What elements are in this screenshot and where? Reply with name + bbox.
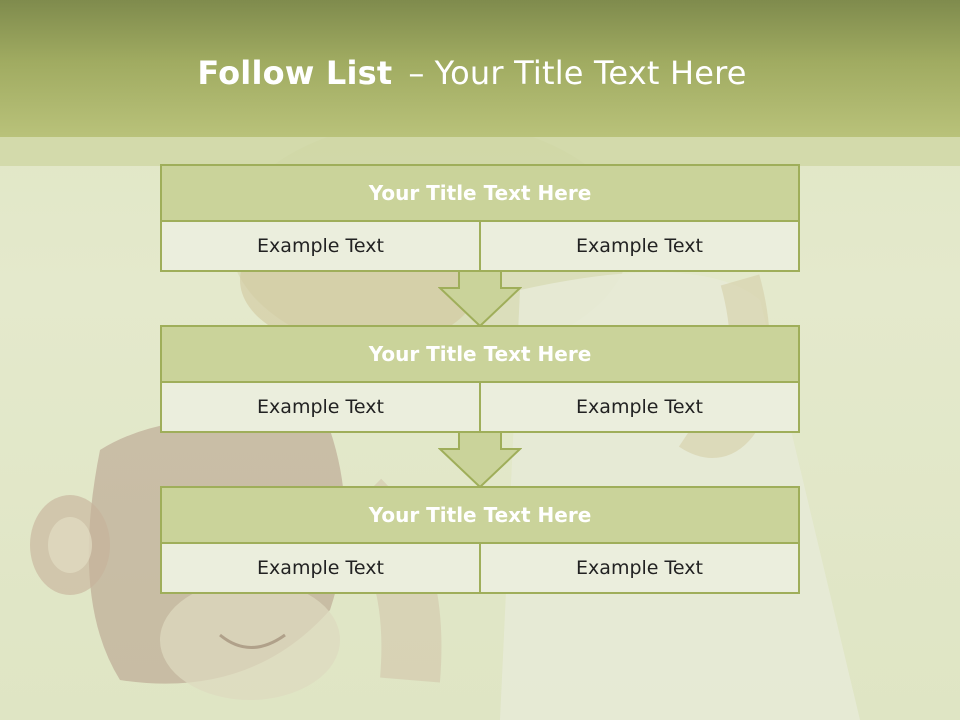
block-cell-left: Example Text bbox=[257, 396, 384, 418]
title-rest: Your Title Text Here bbox=[434, 54, 747, 92]
block-title: Your Title Text Here bbox=[162, 488, 798, 544]
block-title: Your Title Text Here bbox=[162, 166, 798, 222]
block-row: Example Text Example Text bbox=[162, 383, 798, 431]
block-row: Example Text Example Text bbox=[162, 544, 798, 592]
block-title: Your Title Text Here bbox=[162, 327, 798, 383]
block-row: Example Text Example Text bbox=[162, 222, 798, 270]
header-bar bbox=[0, 0, 960, 137]
down-arrow-icon bbox=[438, 431, 522, 489]
header-band bbox=[0, 137, 960, 166]
page-title: Follow List–Your Title Text Here bbox=[0, 54, 944, 92]
block-cell-left: Example Text bbox=[257, 235, 384, 257]
down-arrow-icon bbox=[438, 270, 522, 328]
title-bold: Follow List bbox=[197, 54, 393, 92]
block-cell-right: Example Text bbox=[479, 544, 798, 592]
block-cell-right: Example Text bbox=[479, 383, 798, 431]
title-dash: – bbox=[408, 54, 425, 92]
list-block-1: Your Title Text Here Example Text Exampl… bbox=[160, 164, 800, 272]
list-block-3: Your Title Text Here Example Text Exampl… bbox=[160, 486, 800, 594]
block-cell-right: Example Text bbox=[479, 222, 798, 270]
list-block-2: Your Title Text Here Example Text Exampl… bbox=[160, 325, 800, 433]
block-cell-left: Example Text bbox=[257, 557, 384, 579]
